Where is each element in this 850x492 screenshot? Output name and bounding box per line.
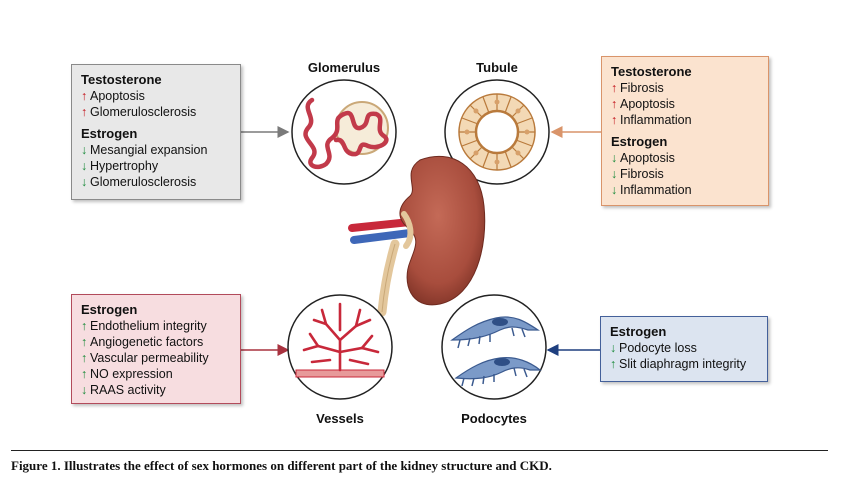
kidney-illustration <box>348 155 486 317</box>
effect-item: ↑Glomerulosclerosis <box>81 105 197 119</box>
down-arrow-icon: ↓ <box>611 183 618 197</box>
effect-item: ↑NO expression <box>81 367 173 381</box>
caption-rule <box>11 450 828 451</box>
down-arrow-icon: ↓ <box>81 159 88 173</box>
effect-item: ↓Mesangial expansion <box>81 143 208 157</box>
vessels-illustration <box>287 294 393 400</box>
effect-item: ↓Podocyte loss <box>610 341 697 355</box>
label-vessels: Vessels <box>316 411 364 426</box>
tubule-effects-box: Testosterone ↑Fibrosis ↑Apoptosis ↑Infla… <box>601 56 769 206</box>
down-arrow-icon: ↓ <box>81 143 88 157</box>
up-arrow-icon: ↑ <box>81 351 88 365</box>
hormone-estrogen: Estrogen <box>81 126 138 141</box>
effect-item: ↑Apoptosis <box>81 89 145 103</box>
effect-item: ↑Apoptosis <box>611 97 675 111</box>
effect-item: ↓Fibrosis <box>611 167 664 181</box>
hormone-testosterone: Testosterone <box>611 64 692 79</box>
effect-item: ↓Inflammation <box>611 183 692 197</box>
effect-item: ↑Inflammation <box>611 113 692 127</box>
down-arrow-icon: ↓ <box>610 341 617 355</box>
down-arrow-icon: ↓ <box>611 151 618 165</box>
effect-item: ↑Fibrosis <box>611 81 664 95</box>
podocytes-illustration <box>441 294 547 400</box>
effect-item: ↑Angiogenetic factors <box>81 335 204 349</box>
down-arrow-icon: ↓ <box>81 383 88 397</box>
glomerulus-illustration <box>291 79 397 185</box>
up-arrow-icon: ↑ <box>611 81 618 95</box>
vessels-effects-box: Estrogen ↑Endothelium integrity ↑Angioge… <box>71 294 241 404</box>
up-arrow-icon: ↑ <box>81 105 88 119</box>
up-arrow-icon: ↑ <box>610 357 617 371</box>
podocytes-effects-box: Estrogen ↓Podocyte loss ↑Slit diaphragm … <box>600 316 768 382</box>
down-arrow-icon: ↓ <box>611 167 618 181</box>
figure-caption: Figure 1. Illustrates the effect of sex … <box>11 458 552 473</box>
down-arrow-icon: ↓ <box>81 175 88 189</box>
label-tubule: Tubule <box>476 60 518 75</box>
effect-item: ↑Endothelium integrity <box>81 319 207 333</box>
effect-item: ↓Hypertrophy <box>81 159 159 173</box>
label-podocytes: Podocytes <box>461 411 527 426</box>
up-arrow-icon: ↑ <box>611 113 618 127</box>
hormone-estrogen: Estrogen <box>611 134 668 149</box>
effect-item: ↑Vascular permeability <box>81 351 209 365</box>
glomerulus-effects-box: Testosterone ↑Apoptosis ↑Glomerulosclero… <box>71 64 241 200</box>
up-arrow-icon: ↑ <box>81 367 88 381</box>
label-glomerulus: Glomerulus <box>307 60 381 75</box>
effect-item: ↓Apoptosis <box>611 151 675 165</box>
effect-item: ↓Glomerulosclerosis <box>81 175 197 189</box>
tubule-illustration <box>444 79 550 185</box>
hormone-testosterone: Testosterone <box>81 72 162 87</box>
up-arrow-icon: ↑ <box>81 335 88 349</box>
effect-item: ↑Slit diaphragm integrity <box>610 357 747 371</box>
up-arrow-icon: ↑ <box>81 319 88 333</box>
up-arrow-icon: ↑ <box>81 89 88 103</box>
hormone-estrogen: Estrogen <box>610 324 667 339</box>
up-arrow-icon: ↑ <box>611 97 618 111</box>
hormone-estrogen: Estrogen <box>81 302 138 317</box>
effect-item: ↓RAAS activity <box>81 383 166 397</box>
